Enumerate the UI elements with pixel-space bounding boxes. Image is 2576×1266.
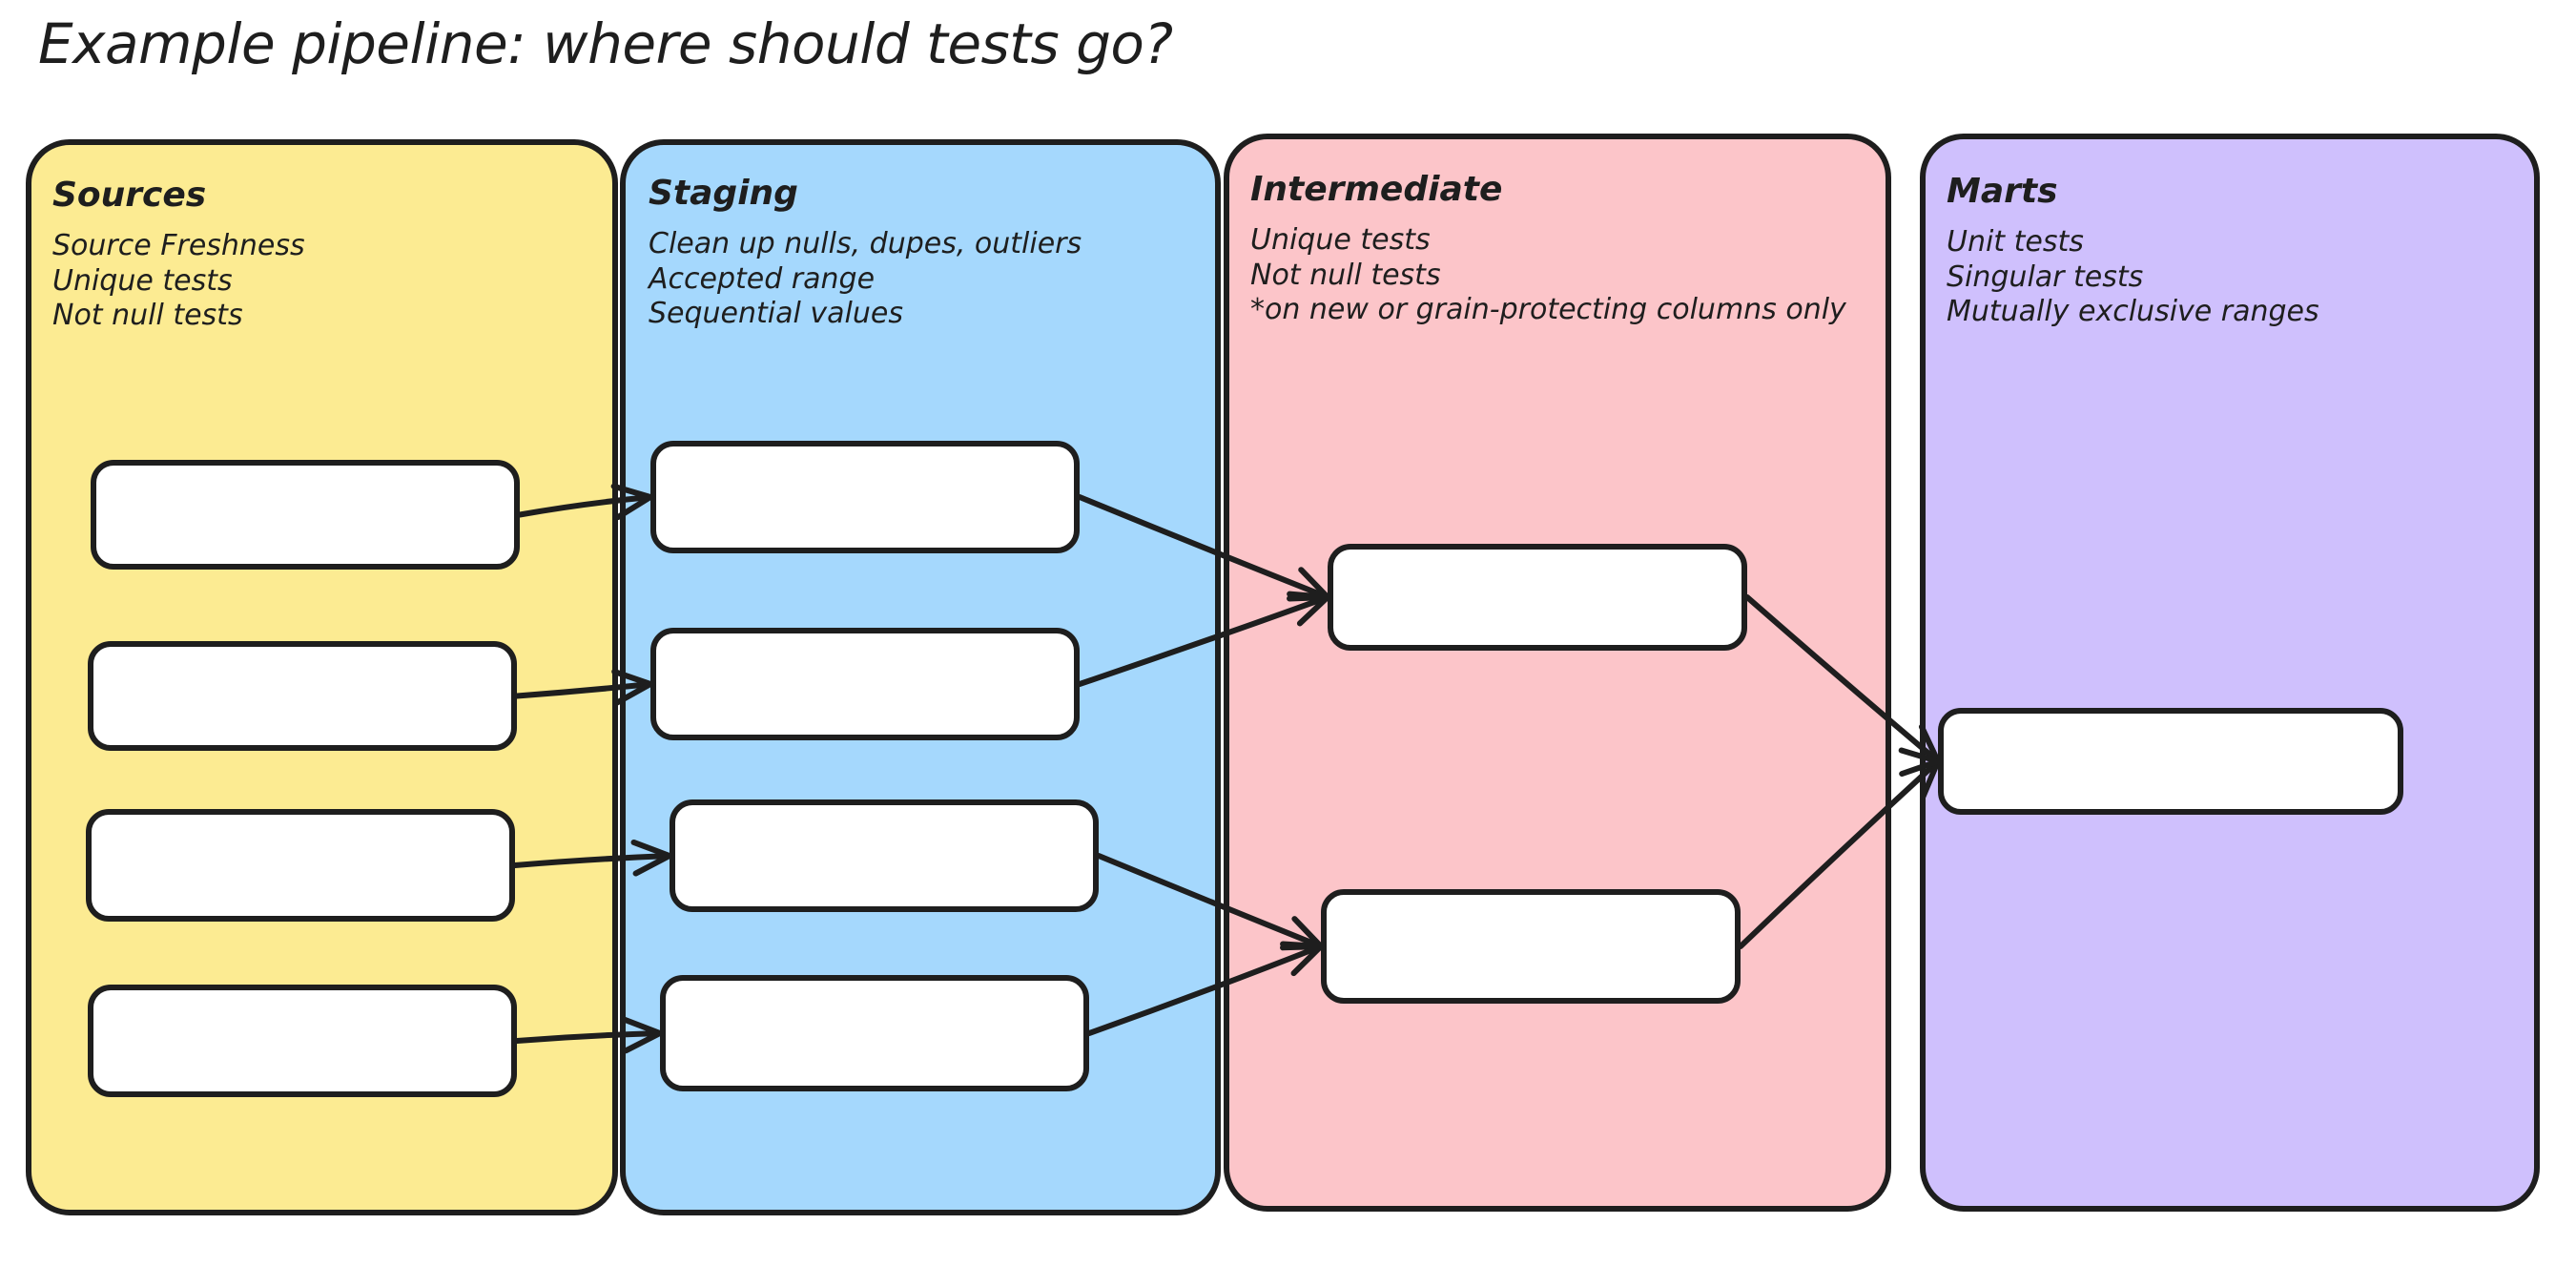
node-stg-1[interactable] <box>650 441 1080 553</box>
lane-note-intermediate-2: *on new or grain-protecting columns only <box>1250 293 1846 327</box>
node-mart-1[interactable] <box>1938 708 2403 815</box>
lane-note-intermediate-0: Unique tests <box>1250 223 1431 257</box>
node-stg-4[interactable] <box>660 975 1089 1091</box>
lane-note-intermediate-1: Not null tests <box>1250 258 1441 292</box>
lane-title-intermediate: Intermediate <box>1250 170 1503 209</box>
node-src-3[interactable] <box>86 809 515 922</box>
node-src-4[interactable] <box>88 985 517 1097</box>
node-src-1[interactable] <box>91 460 520 570</box>
node-int-1[interactable] <box>1328 544 1747 651</box>
lane-note-staging-2: Sequential values <box>649 297 903 331</box>
lane-note-sources-0: Source Freshness <box>52 229 305 262</box>
lane-title-sources: Sources <box>52 176 207 215</box>
lane-note-marts-0: Unit tests <box>1947 225 2084 259</box>
node-int-2[interactable] <box>1321 889 1741 1004</box>
node-src-2[interactable] <box>88 641 517 751</box>
page-title: Example pipeline: where should tests go? <box>38 11 1173 76</box>
lane-note-staging-0: Clean up nulls, dupes, outliers <box>649 227 1082 260</box>
lane-note-marts-1: Singular tests <box>1947 259 2144 294</box>
lane-note-sources-1: Unique tests <box>52 263 233 298</box>
node-stg-2[interactable] <box>650 628 1080 740</box>
lane-note-sources-2: Not null tests <box>52 299 243 333</box>
lane-note-staging-1: Accepted range <box>649 261 876 296</box>
node-stg-3[interactable] <box>670 799 1099 912</box>
lane-title-staging: Staging <box>649 174 798 213</box>
lane-note-marts-2: Mutually exclusive ranges <box>1947 295 2319 329</box>
lane-title-marts: Marts <box>1947 172 2058 211</box>
